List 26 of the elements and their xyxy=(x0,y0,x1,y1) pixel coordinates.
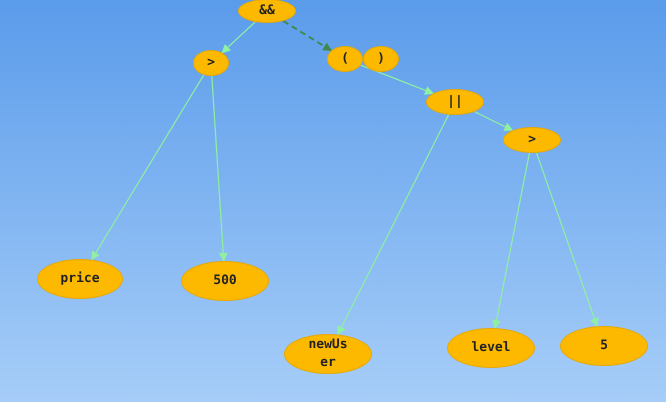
node-label: level xyxy=(471,339,511,357)
arrow xyxy=(536,152,599,328)
node-label: && xyxy=(259,2,275,20)
arrow xyxy=(360,64,434,95)
node-label: 500 xyxy=(213,272,237,290)
arrow xyxy=(492,152,530,329)
ellipse-node xyxy=(363,46,399,72)
arrow xyxy=(474,111,514,131)
ellipse-node xyxy=(503,127,561,153)
ellipse-node xyxy=(426,89,484,115)
node-label: > xyxy=(528,131,536,149)
node-label: > xyxy=(207,54,215,72)
node-label: || xyxy=(447,93,463,111)
node-label: newUser xyxy=(308,336,348,372)
node-label: price xyxy=(60,270,100,288)
arrow xyxy=(211,76,228,262)
arrow xyxy=(221,22,256,54)
node-label: ( xyxy=(341,50,349,68)
ellipse-node xyxy=(327,46,363,72)
ellipse-node xyxy=(193,50,229,76)
arrow xyxy=(91,74,204,261)
arrow xyxy=(337,114,450,336)
ellipse-node xyxy=(238,0,296,23)
arrow xyxy=(282,20,332,52)
node-label: ) xyxy=(377,50,385,68)
node-label: 5 xyxy=(600,337,608,355)
